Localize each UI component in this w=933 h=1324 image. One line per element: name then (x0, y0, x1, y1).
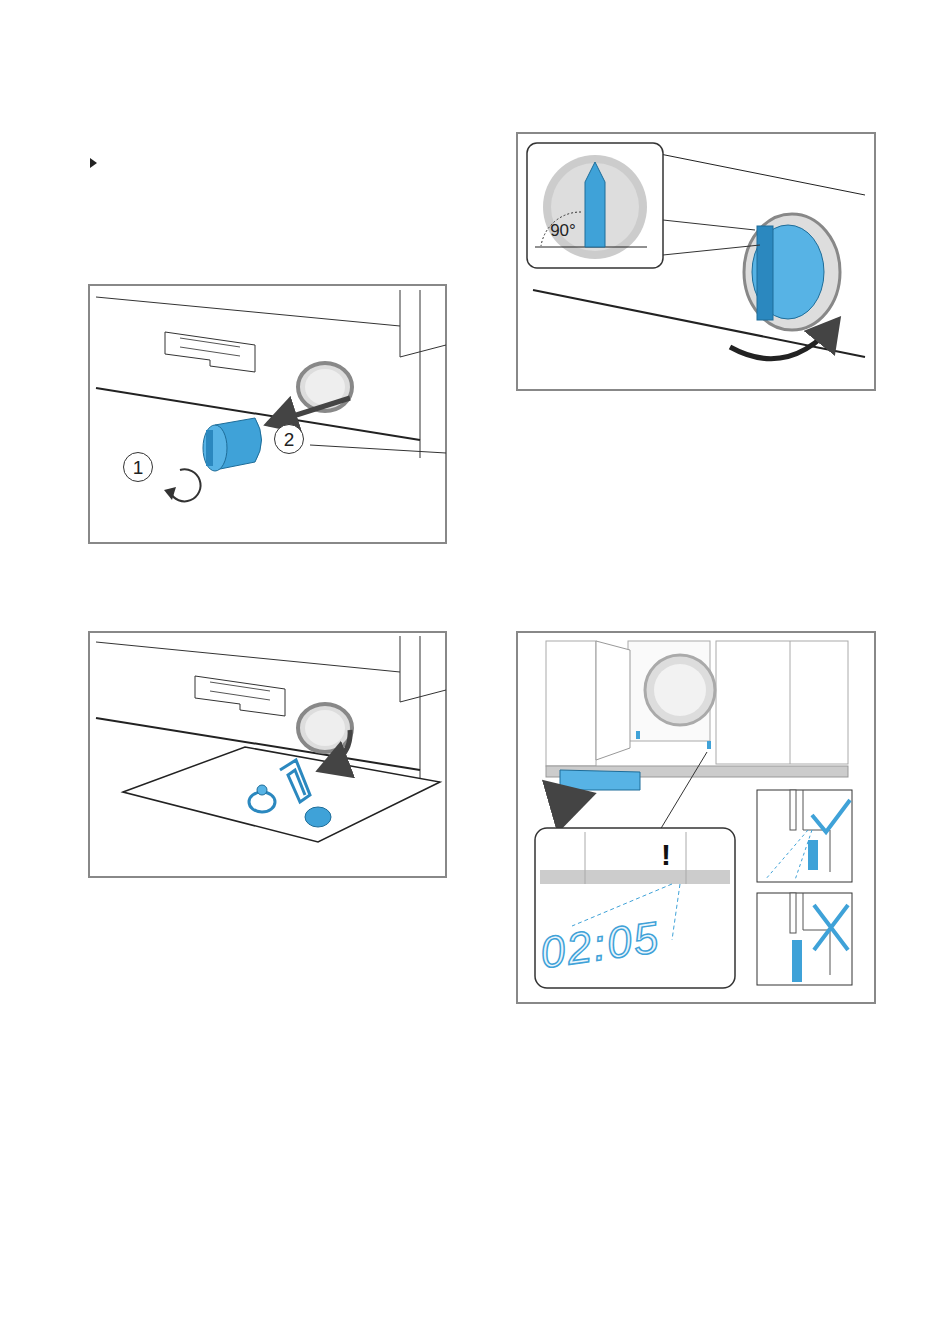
panel-fit-plinth (517, 632, 875, 1003)
callout-circle: 2 (274, 424, 304, 454)
panel-remove-items (89, 632, 446, 877)
panel-turn-filter (517, 133, 875, 390)
bullet-marker (90, 158, 97, 168)
warning-mark: ! (661, 838, 671, 872)
callout-number: 2 (284, 430, 295, 449)
callout-number: 1 (133, 458, 144, 477)
callout-circle: 1 (123, 452, 153, 482)
panel-remove-filter (89, 285, 446, 543)
angle-label: 90° (550, 221, 576, 241)
